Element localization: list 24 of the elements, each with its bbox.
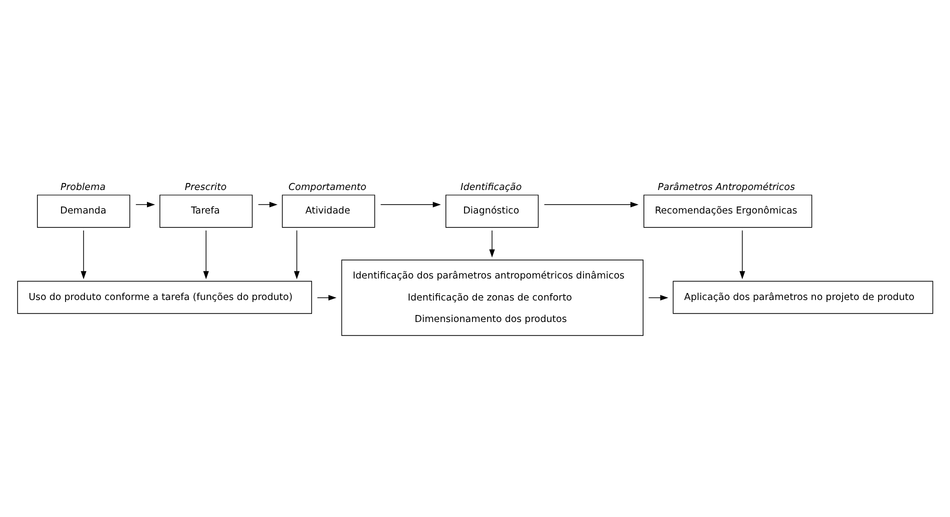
arrow <box>294 230 300 280</box>
node-box: Recomendações Ergonômicas <box>643 194 812 228</box>
arrow <box>648 294 668 301</box>
node-box: Identificação dos parâmetros antropométricos dinâmicos Identificação de zonas de conforto Dimensionamento dos produtos <box>341 260 644 336</box>
node-box: Demanda <box>37 194 130 228</box>
node-box: Atividade <box>282 194 376 228</box>
arrow <box>258 202 278 208</box>
arrow <box>136 202 156 208</box>
node-label: Prescrito <box>184 182 227 194</box>
arrow <box>80 230 86 280</box>
arrow <box>380 202 441 208</box>
arrow <box>544 202 639 208</box>
node-box: Uso do produto conforme a tarefa (funções do produto) <box>17 280 312 314</box>
node-label: Problema <box>60 182 106 194</box>
node-box: Tarefa <box>159 194 253 228</box>
arrow <box>739 230 746 280</box>
arrow <box>489 230 495 258</box>
arrow <box>203 230 209 280</box>
node-box: Diagnóstico <box>445 194 539 228</box>
node-label: Comportamento <box>288 182 366 194</box>
arrow <box>316 294 336 301</box>
node-label: Identificação <box>460 182 522 194</box>
node-box: Aplicação dos parâmetros no projeto de produto <box>672 280 934 314</box>
node-label: Parâmetros Antropométricos <box>658 182 795 194</box>
